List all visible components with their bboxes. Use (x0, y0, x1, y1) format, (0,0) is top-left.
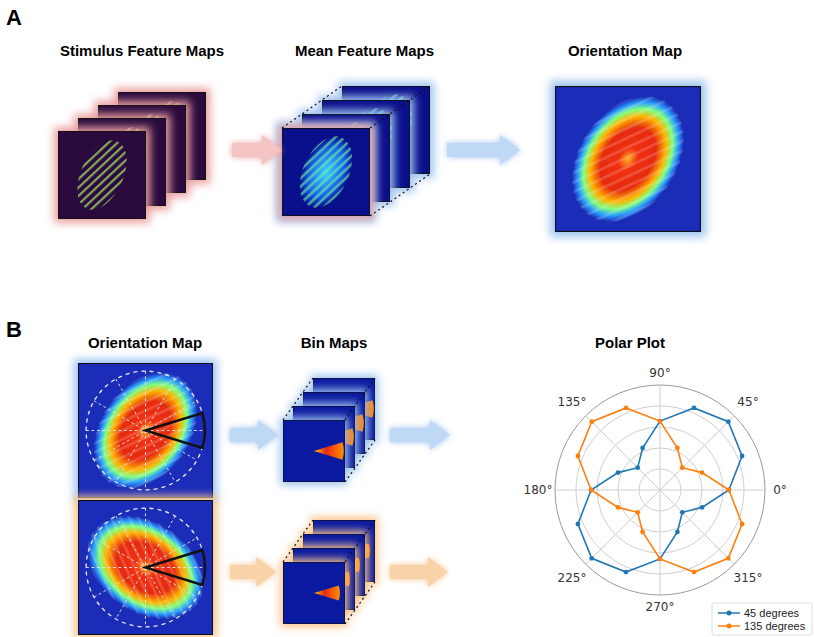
panel-title: Mean Feature Maps (295, 42, 434, 60)
figure-panel: Orientation Map (60, 334, 230, 506)
legend-text: 135 degrees (744, 620, 805, 633)
data-point (680, 465, 685, 470)
data-point (658, 419, 663, 424)
polar-series (576, 406, 745, 575)
figure-panel: Stimulus Feature Maps (52, 42, 232, 222)
angle-label: 225° (558, 571, 587, 585)
panel-title: Bin Maps (301, 334, 368, 352)
data-point (576, 522, 581, 527)
arrow-body (447, 135, 520, 165)
bin-stack-45 (280, 375, 378, 485)
data-point (576, 454, 581, 459)
angle-label: 315° (734, 571, 763, 585)
angle-label: 45° (737, 395, 758, 409)
data-point (680, 510, 685, 515)
data-point (640, 530, 645, 535)
data-point (624, 570, 629, 575)
panel-letter: A (6, 6, 22, 30)
data-point (740, 522, 745, 527)
data-point (675, 530, 680, 535)
panel-letter: B (6, 318, 22, 342)
figure-panel: Polar Plot (450, 334, 810, 594)
data-point (640, 446, 645, 451)
data-point (635, 510, 640, 515)
arrow-body (390, 420, 450, 450)
data-point (692, 406, 697, 411)
angle-label: 180° (524, 483, 553, 497)
stimulus-stack (54, 88, 210, 223)
data-point (624, 406, 629, 411)
data-point (726, 556, 731, 561)
data-point (589, 488, 594, 493)
data-point (658, 557, 663, 562)
series-135 (578, 408, 742, 572)
polar-grid (555, 385, 765, 595)
data-point (675, 446, 680, 451)
data-point (589, 488, 594, 493)
orientation-map-135 (68, 495, 223, 637)
flow-arrow (447, 135, 520, 165)
data-point (589, 419, 594, 424)
data-point (700, 505, 705, 510)
panel-title: Orientation Map (568, 42, 682, 60)
figure-panel: Orientation Map (520, 42, 730, 240)
data-point (700, 470, 705, 475)
data-point (658, 419, 663, 424)
data-point (692, 570, 697, 575)
figure-panel: Bin Maps (278, 334, 390, 486)
flow-arrow (232, 135, 282, 165)
mean-stack (276, 82, 434, 222)
angle-label: 270° (646, 600, 675, 614)
data-point (727, 488, 732, 493)
bin-stack-135 (280, 517, 378, 627)
panel-title: Polar Plot (595, 334, 665, 352)
panel-title: Orientation Map (88, 334, 202, 352)
data-point (726, 419, 731, 424)
series-45 (578, 408, 742, 572)
angle-label: 90° (649, 366, 670, 380)
data-point (740, 454, 745, 459)
angle-label: 135° (558, 395, 587, 409)
legend-text: 45 degrees (744, 607, 799, 620)
data-point (616, 470, 621, 475)
arrow-body (230, 420, 278, 450)
arrow-glow (230, 420, 278, 450)
orientation-map (549, 75, 707, 243)
flow-arrow (230, 420, 278, 450)
arrow-glow (447, 135, 520, 165)
data-point (658, 557, 663, 562)
orientation-map-45 (73, 353, 219, 508)
data-point (727, 488, 732, 493)
flow-arrow (390, 420, 450, 450)
data-point (616, 505, 621, 510)
arrow-glow (390, 420, 450, 450)
data-point (589, 556, 594, 561)
arrow-body (232, 135, 282, 165)
orange-arrows (230, 557, 448, 587)
arrow-glow (232, 135, 282, 165)
legend-samples (712, 603, 812, 635)
figure-panel: Mean Feature Maps (282, 42, 447, 222)
angle-label: 0° (773, 483, 787, 497)
data-point (635, 465, 640, 470)
panel-title: Stimulus Feature Maps (60, 42, 224, 60)
